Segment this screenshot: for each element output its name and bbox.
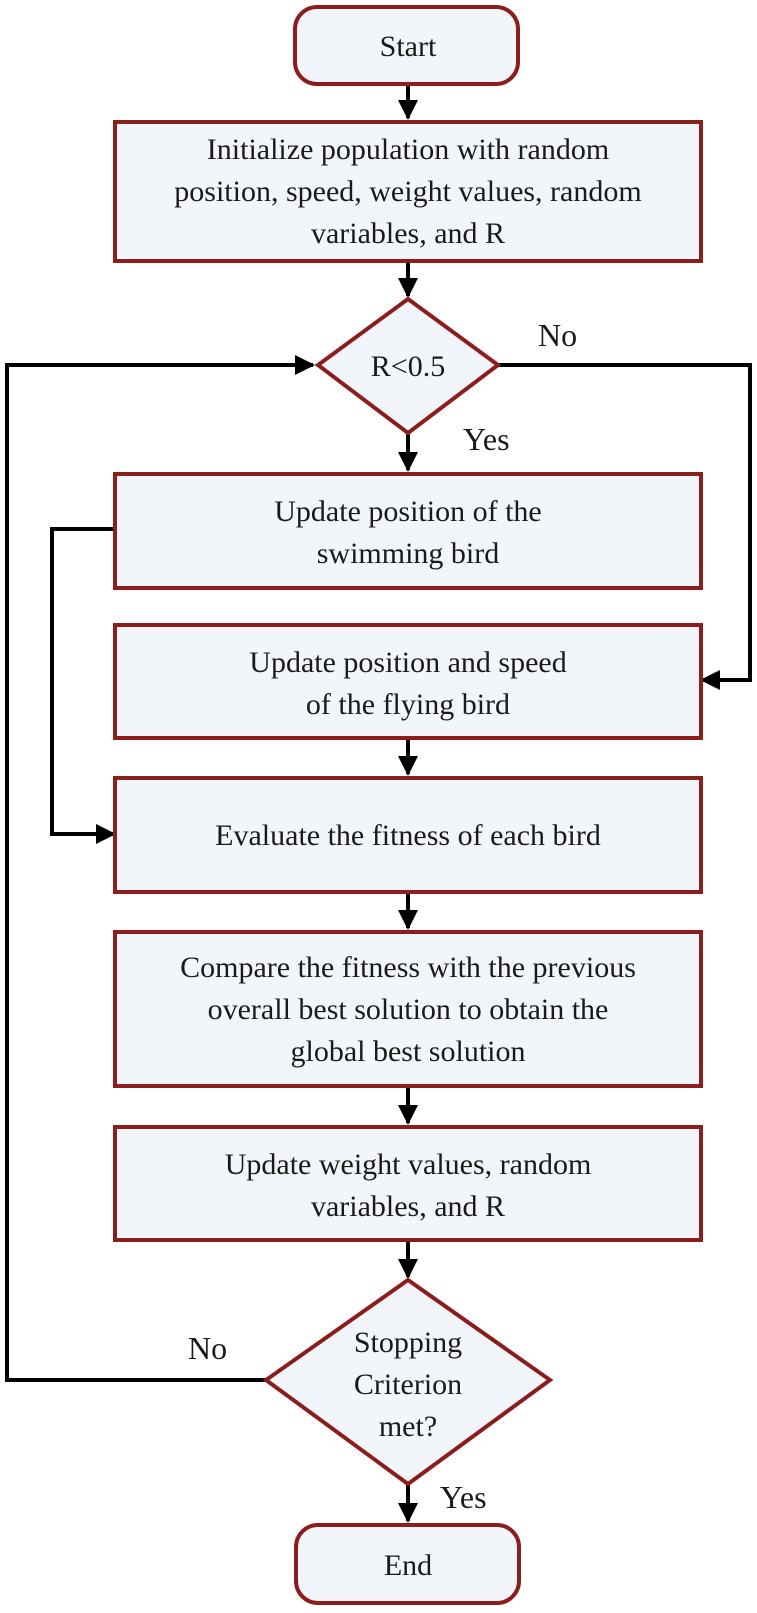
compare-node: Compare the fitness with the previous ov…	[113, 930, 703, 1088]
evaluate-label: Evaluate the fitness of each bird	[215, 819, 601, 852]
evaluate-node: Evaluate the fitness of each bird	[113, 776, 703, 894]
update-label-line2: variables, and R	[311, 1190, 505, 1223]
decision2-node: Stopping Criterion met?	[262, 1277, 554, 1487]
compare-label-line3: global best solution	[291, 1035, 526, 1068]
init-label-line3: variables, and R	[311, 217, 505, 250]
init-label-line1: Initialize population with random	[207, 133, 609, 166]
decision2-label-line2: Criterion	[354, 1368, 462, 1401]
swim-label-line1: Update position of the	[274, 495, 541, 528]
init-node: Initialize population with random positi…	[113, 120, 703, 263]
update-node: Update weight values, random variables, …	[113, 1125, 703, 1242]
start-label: Start	[380, 30, 437, 63]
arrow-decision1-no	[498, 363, 752, 690]
update-label-line1: Update weight values, random	[225, 1148, 592, 1181]
end-label: End	[384, 1549, 432, 1582]
fly-label-line2: of the flying bird	[306, 688, 510, 721]
decision2-label-line3: met?	[379, 1410, 437, 1443]
decision2-label-line1: Stopping	[354, 1326, 462, 1359]
swim-label-line2: swimming bird	[317, 537, 500, 570]
decision1-yes-label: Yes	[463, 421, 510, 457]
decision1-node: R<0.5	[314, 296, 502, 436]
fly-node: Update position and speed of the flying …	[113, 623, 703, 740]
compare-label-line2: overall best solution to obtain the	[208, 993, 609, 1026]
connectors	[5, 84, 752, 1523]
arrow-swim-to-evaluate	[50, 527, 116, 844]
swim-node: Update position of the swimming bird	[113, 472, 703, 590]
init-label-line2: position, speed, weight values, random	[174, 175, 641, 208]
end-node: End	[294, 1523, 521, 1605]
decision2-yes-label: Yes	[440, 1479, 487, 1515]
decision2-no-label: No	[188, 1330, 227, 1366]
compare-label-line1: Compare the fitness with the previous	[180, 951, 636, 984]
fly-label-line1: Update position and speed	[249, 646, 566, 679]
arrow-decision2-no-loop	[5, 355, 315, 1382]
start-node: Start	[293, 5, 520, 86]
decision1-label: R<0.5	[371, 350, 445, 383]
decision1-no-label: No	[538, 317, 577, 353]
